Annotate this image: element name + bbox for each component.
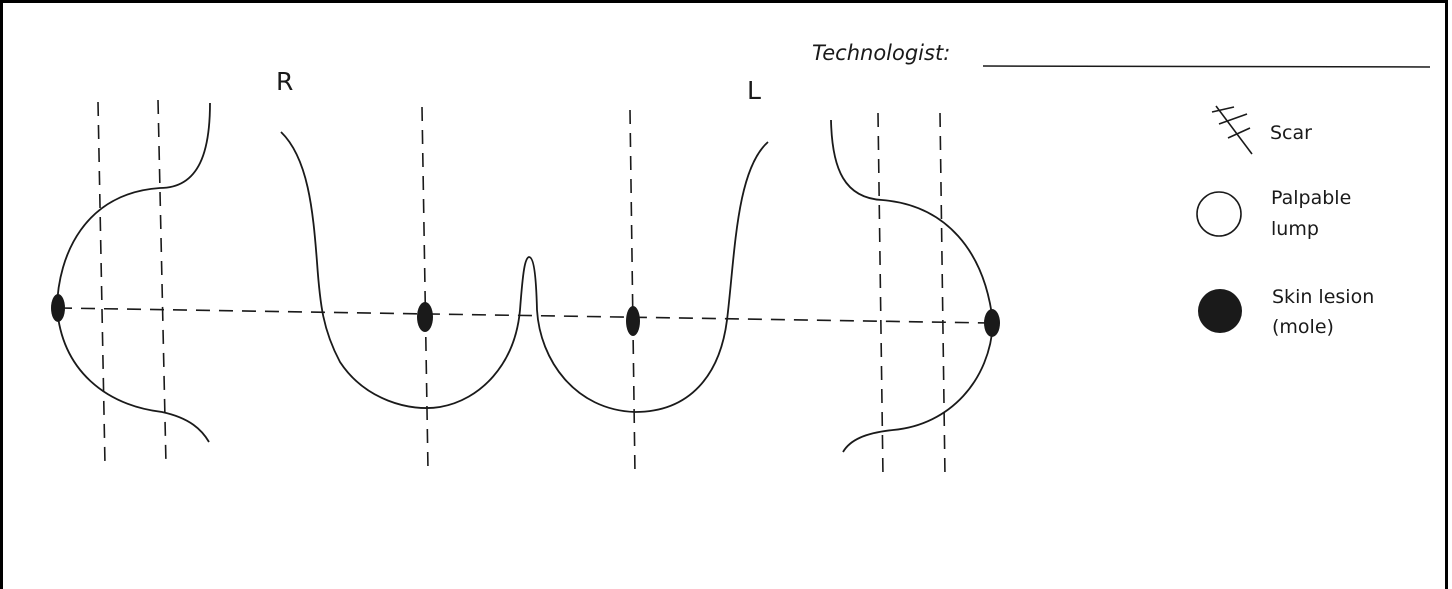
left-lateral-view-lower-outline xyxy=(842,322,994,453)
right-lateral-line-inner xyxy=(157,99,167,466)
scar-icon xyxy=(1211,105,1253,155)
frontal-view-outline xyxy=(280,131,769,413)
left-lateral-line-inner xyxy=(877,112,884,478)
left-lateral-view-upper-outline xyxy=(830,119,994,324)
right-frontal-nipple-marker xyxy=(417,302,433,332)
legend-lump-label-line1: Palpable xyxy=(1271,187,1351,209)
technologist-signature-line[interactable] xyxy=(982,65,1431,68)
left-breast-midline xyxy=(629,109,636,476)
skin-lesion-icon xyxy=(1198,289,1242,333)
right-lateral-view-lower-outline xyxy=(56,307,210,443)
legend-scar-label: Scar xyxy=(1270,122,1312,144)
left-lateral-nipple-marker xyxy=(984,309,1000,337)
legend-lump-label-line2: lump xyxy=(1271,218,1319,240)
left-lateral-line-outer xyxy=(939,112,946,478)
left-side-label: L xyxy=(747,76,761,105)
left-frontal-nipple-marker xyxy=(626,306,640,336)
right-lateral-view-upper-outline xyxy=(56,102,211,309)
nipple-line xyxy=(57,307,993,324)
palpable-lump-icon xyxy=(1196,191,1242,237)
right-breast-midline xyxy=(421,106,429,471)
right-lateral-line-outer xyxy=(97,101,106,466)
legend-lesion-label-line1: Skin lesion xyxy=(1272,286,1374,308)
legend-lesion-label-line2: (mole) xyxy=(1272,316,1334,338)
right-side-label: R xyxy=(276,67,293,96)
technologist-label: Technologist: xyxy=(812,41,950,65)
right-lateral-nipple-marker xyxy=(51,294,65,322)
